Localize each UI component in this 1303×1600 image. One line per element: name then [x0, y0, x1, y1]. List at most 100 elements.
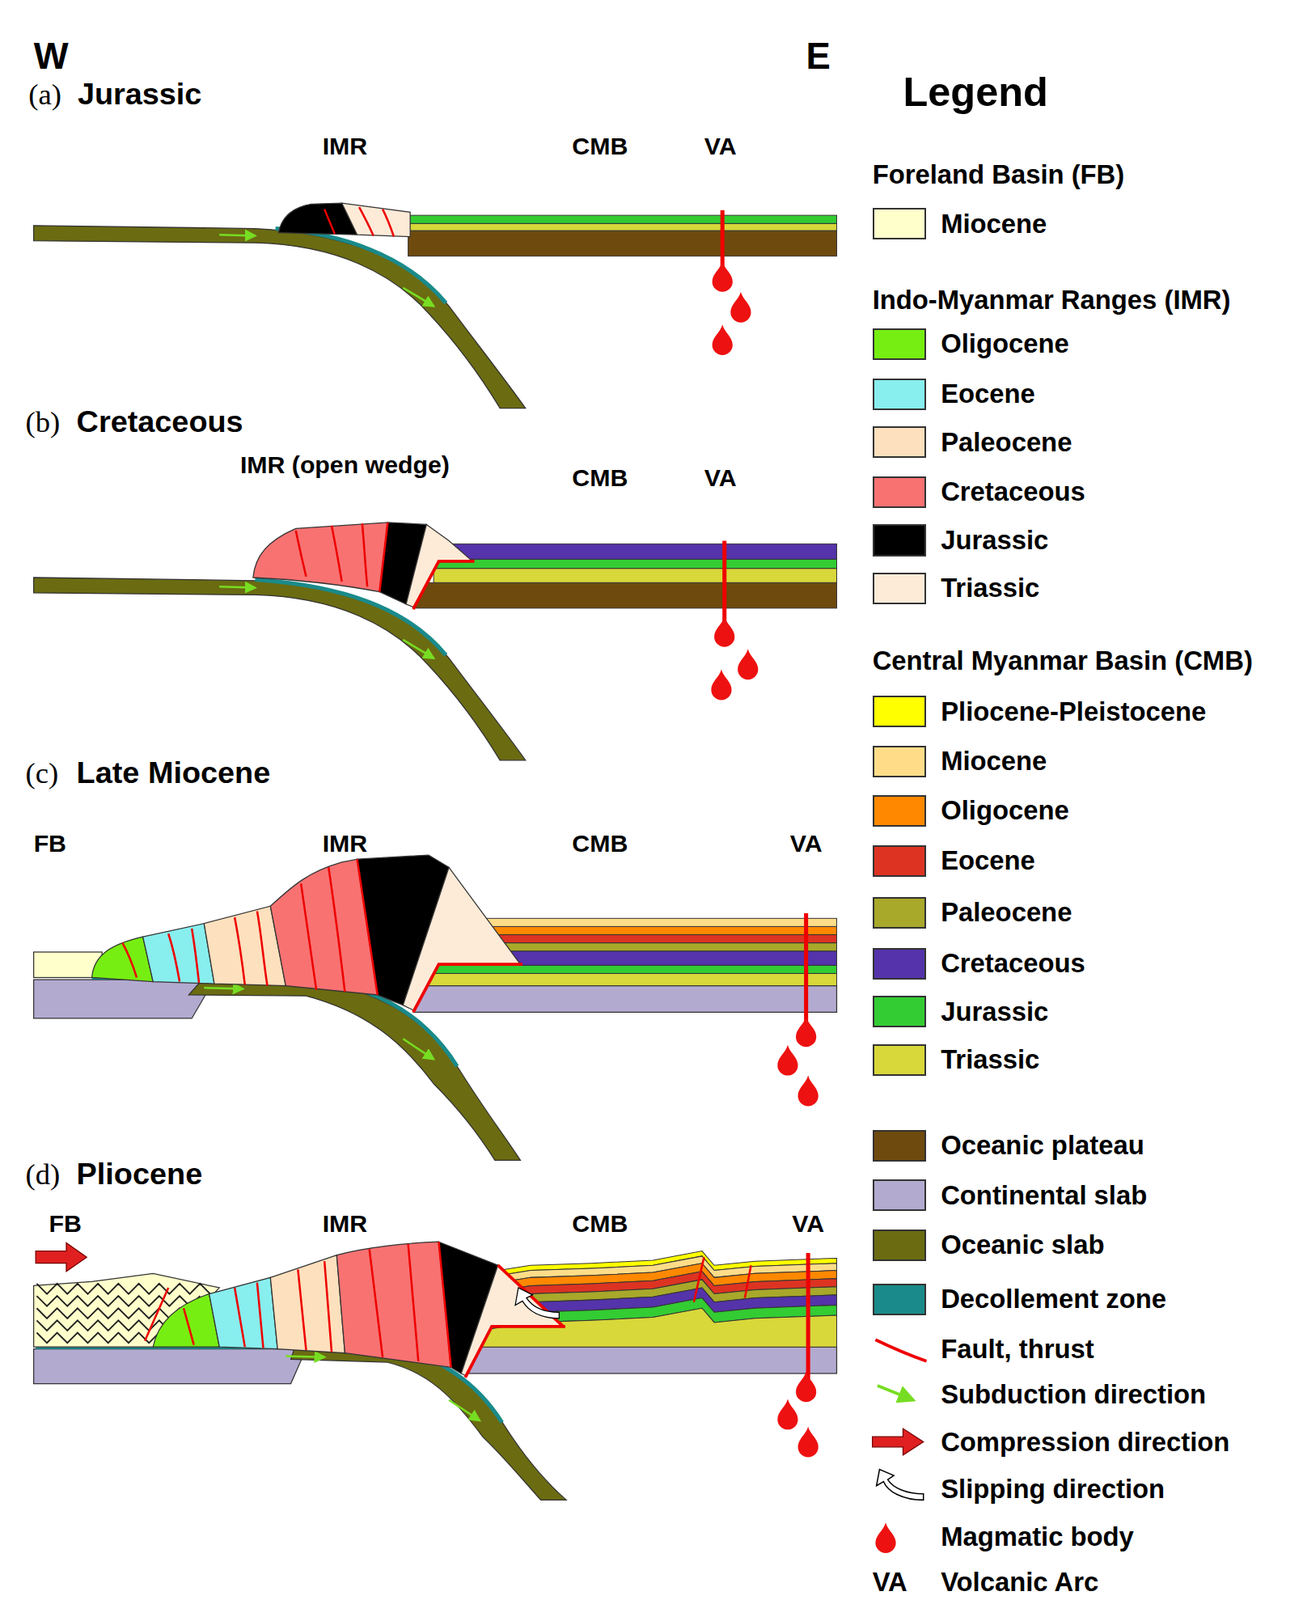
legend-swatch	[872, 1044, 927, 1076]
panel-c	[33, 854, 838, 1160]
legend-heading: Central Myanmar Basin (CMB)	[872, 646, 1253, 676]
subduction-arrow	[203, 987, 243, 989]
legend-label: Fault, thrust	[940, 1334, 1094, 1364]
magmatic-body	[710, 669, 732, 701]
oceanic-plateau	[408, 230, 838, 257]
region-label: IMR (open wedge)	[240, 451, 450, 479]
panel-title: Pliocene	[76, 1157, 204, 1192]
magmatic-body	[712, 261, 733, 292]
slipping-arrow	[515, 1287, 559, 1319]
magmatic-body	[795, 1370, 817, 1402]
continental-slab	[464, 1346, 837, 1374]
legend-abbreviation: VA	[872, 1567, 908, 1597]
wedge-triassic	[406, 524, 473, 607]
legend-swatch	[872, 845, 927, 877]
volcanic-conduit	[803, 913, 809, 1025]
region-label: IMR	[322, 1209, 368, 1237]
legend-label: Oligocene	[940, 329, 1070, 359]
legend-label: Subduction direction	[940, 1379, 1206, 1409]
legend-swatch	[872, 947, 927, 980]
region-label: FB	[33, 829, 67, 857]
legend-label: Volcanic Arc	[940, 1567, 1099, 1597]
subduction-arrow	[219, 586, 255, 588]
fault	[296, 522, 389, 593]
panel-title: Late Miocene	[76, 756, 271, 791]
subduction-arrow	[219, 234, 255, 236]
region-label: VA	[790, 829, 823, 857]
legend-label: Decollement zone	[940, 1284, 1167, 1314]
legend-label: Pliocene-Pleistocene	[940, 697, 1206, 727]
region-label: CMB	[571, 464, 628, 491]
panel-letter: (d)	[25, 1158, 61, 1191]
cmb-cretaceous	[433, 543, 837, 559]
panel-letter: (a)	[28, 78, 62, 111]
continental-slab	[413, 985, 838, 1013]
foreland-miocene	[33, 951, 103, 978]
legend-swatch	[872, 745, 927, 778]
thrust	[413, 561, 475, 610]
cmb-triassic	[433, 568, 837, 584]
legend-label: Eocene	[940, 379, 1036, 409]
magmatic-body	[798, 1075, 819, 1107]
region-label: FB	[49, 1209, 82, 1237]
legend-swatch	[872, 524, 927, 556]
legend-label: Cretaceous	[940, 477, 1086, 507]
magmatic-body	[712, 324, 733, 356]
legend-swatch	[872, 695, 927, 728]
fault-sample	[875, 1339, 927, 1361]
continental-slab	[33, 979, 215, 1019]
legend-title: Legend	[902, 69, 1048, 115]
panel-letter: (b)	[25, 406, 61, 439]
legend-swatch	[872, 476, 927, 508]
legend-label: Compression direction	[940, 1427, 1230, 1457]
subduction-arrow	[285, 1356, 325, 1358]
oceanic-slab	[188, 977, 521, 1160]
legend-label: Continental slab	[940, 1180, 1147, 1210]
panel-d	[33, 1241, 838, 1500]
wedge-triassic	[402, 867, 521, 1011]
thrust	[413, 964, 523, 1012]
legend-swatch	[872, 378, 927, 411]
subduction-arrow	[402, 1038, 434, 1059]
region-label: VA	[791, 1209, 825, 1237]
direction-label: W	[33, 36, 69, 77]
fault	[122, 858, 377, 995]
legend-label: Miocene	[940, 209, 1047, 239]
slipping-sample	[876, 1469, 924, 1501]
legend-label: Cretaceous	[940, 948, 1086, 978]
volcanic-conduit	[806, 1252, 811, 1380]
magmatic-body	[777, 1044, 798, 1076]
legend-swatch	[872, 1283, 927, 1316]
panel-a	[33, 203, 838, 409]
magmatic-body	[777, 1398, 798, 1430]
legend-swatch	[872, 426, 927, 458]
magmatic-body	[795, 1015, 817, 1047]
legend-label: Miocene	[940, 746, 1047, 776]
region-label: IMR	[322, 829, 368, 857]
wedge-triassic	[342, 203, 411, 237]
legend-label: Oceanic plateau	[940, 1130, 1145, 1160]
legend-label: Slipping direction	[940, 1474, 1165, 1504]
legend-heading: Foreland Basin (FB)	[872, 160, 1126, 190]
region-label: CMB	[571, 829, 628, 857]
legend-swatch	[872, 1129, 927, 1162]
legend-swatch	[872, 207, 927, 240]
wedge-cretaceous	[253, 522, 389, 593]
oceanic-slab	[33, 225, 526, 409]
cmb-jurassic	[408, 215, 838, 224]
legend-swatch	[872, 795, 927, 827]
oceanic-slab	[291, 1343, 567, 1500]
fault	[144, 1241, 751, 1367]
legend-label: Jurassic	[940, 997, 1049, 1027]
subduction-sample	[877, 1385, 914, 1401]
legend-swatch	[872, 328, 927, 360]
cmb-jurassic	[433, 558, 837, 568]
legend-label: Eocene	[940, 846, 1036, 876]
region-label: CMB	[571, 132, 628, 160]
magmatic-body	[737, 648, 758, 680]
slab-a	[33, 225, 526, 409]
subduction-arrow	[448, 1400, 480, 1421]
wedge-cretaceous	[336, 1241, 451, 1367]
region-label: CMB	[571, 1209, 628, 1237]
cmb-triassic	[408, 223, 838, 231]
